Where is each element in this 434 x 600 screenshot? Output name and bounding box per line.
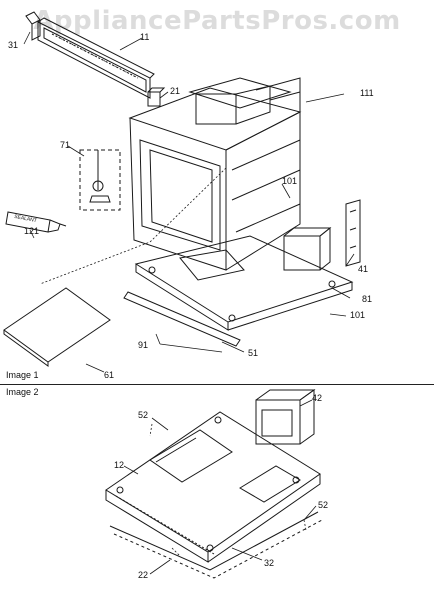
callout-32: 32 bbox=[264, 558, 275, 568]
sheet-part bbox=[3, 287, 111, 367]
panel-label-image1: Image 1 bbox=[6, 370, 39, 380]
callout-121: 121 bbox=[24, 226, 40, 236]
callout-42: 42 bbox=[312, 393, 323, 403]
bracket-part bbox=[25, 11, 41, 41]
callout-41: 41 bbox=[358, 264, 369, 274]
callout-101-lower: 101 bbox=[350, 310, 366, 320]
callout-11: 11 bbox=[140, 32, 150, 42]
image2-leader-lines bbox=[123, 399, 317, 575]
cavity-housing-part bbox=[128, 77, 302, 271]
image2-base-plate-part bbox=[105, 411, 321, 563]
control-panel-part bbox=[37, 17, 155, 99]
image2-transformer-part bbox=[255, 389, 316, 445]
sealant-tube-part bbox=[5, 211, 67, 233]
callout-52-upper: 52 bbox=[138, 410, 149, 420]
callout-21: 21 bbox=[170, 86, 181, 96]
callout-61: 61 bbox=[104, 370, 115, 380]
callout-31: 31 bbox=[8, 40, 19, 50]
callout-22: 22 bbox=[138, 570, 149, 580]
callout-111: 111 bbox=[360, 88, 374, 98]
transformer-part-image1 bbox=[283, 226, 332, 271]
callout-51: 51 bbox=[248, 348, 259, 358]
callout-52-lower: 52 bbox=[318, 500, 329, 510]
callout-101-upper: 101 bbox=[282, 176, 298, 186]
image1-leader-lines bbox=[23, 31, 355, 373]
panel-divider bbox=[0, 384, 434, 385]
callout-12: 12 bbox=[114, 460, 125, 470]
base-plate-part bbox=[134, 235, 354, 331]
callout-91: 91 bbox=[138, 340, 149, 350]
latch-part bbox=[147, 87, 166, 107]
terminal-block-part bbox=[345, 199, 361, 267]
callout-71: 71 bbox=[60, 140, 71, 150]
image2-rail-part bbox=[109, 511, 323, 579]
fuse-holder-part bbox=[79, 149, 121, 211]
callout-81: 81 bbox=[362, 294, 373, 304]
panel-label-image2: Image 2 bbox=[6, 387, 39, 397]
watermark-text: AppliancePartsPros.com bbox=[33, 6, 401, 36]
rail-part bbox=[123, 291, 241, 347]
